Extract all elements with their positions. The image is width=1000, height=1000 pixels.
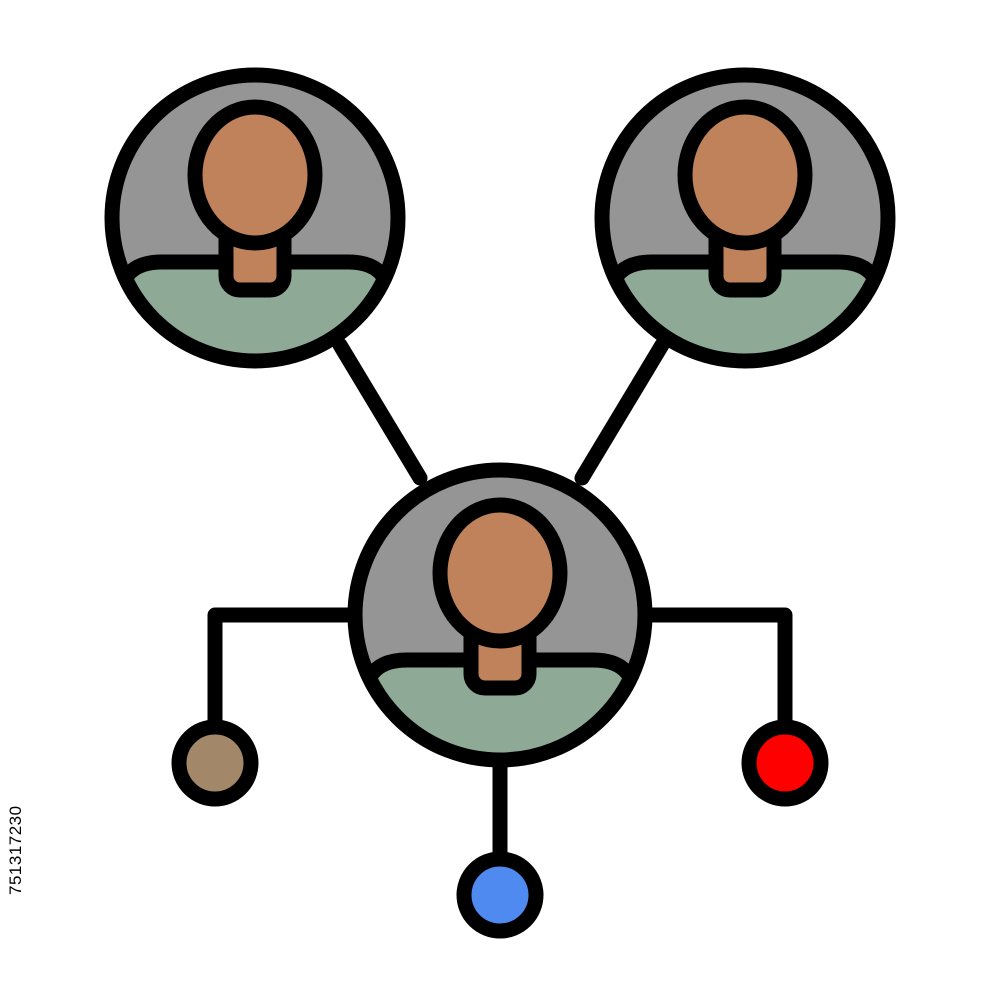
connector-top-right (574, 337, 670, 486)
node-brown (171, 719, 259, 807)
connector-lines (207, 337, 793, 868)
node-red (741, 719, 829, 807)
avatar-top-left (104, 67, 406, 369)
stock-id-label: 751317230 (6, 805, 25, 895)
connector-top-left (332, 337, 428, 486)
node-blue (456, 851, 544, 939)
connector-left-branch (207, 607, 365, 735)
avatar-top-right (594, 67, 896, 369)
avatar-center (347, 462, 653, 768)
connector-right-branch (635, 607, 793, 735)
